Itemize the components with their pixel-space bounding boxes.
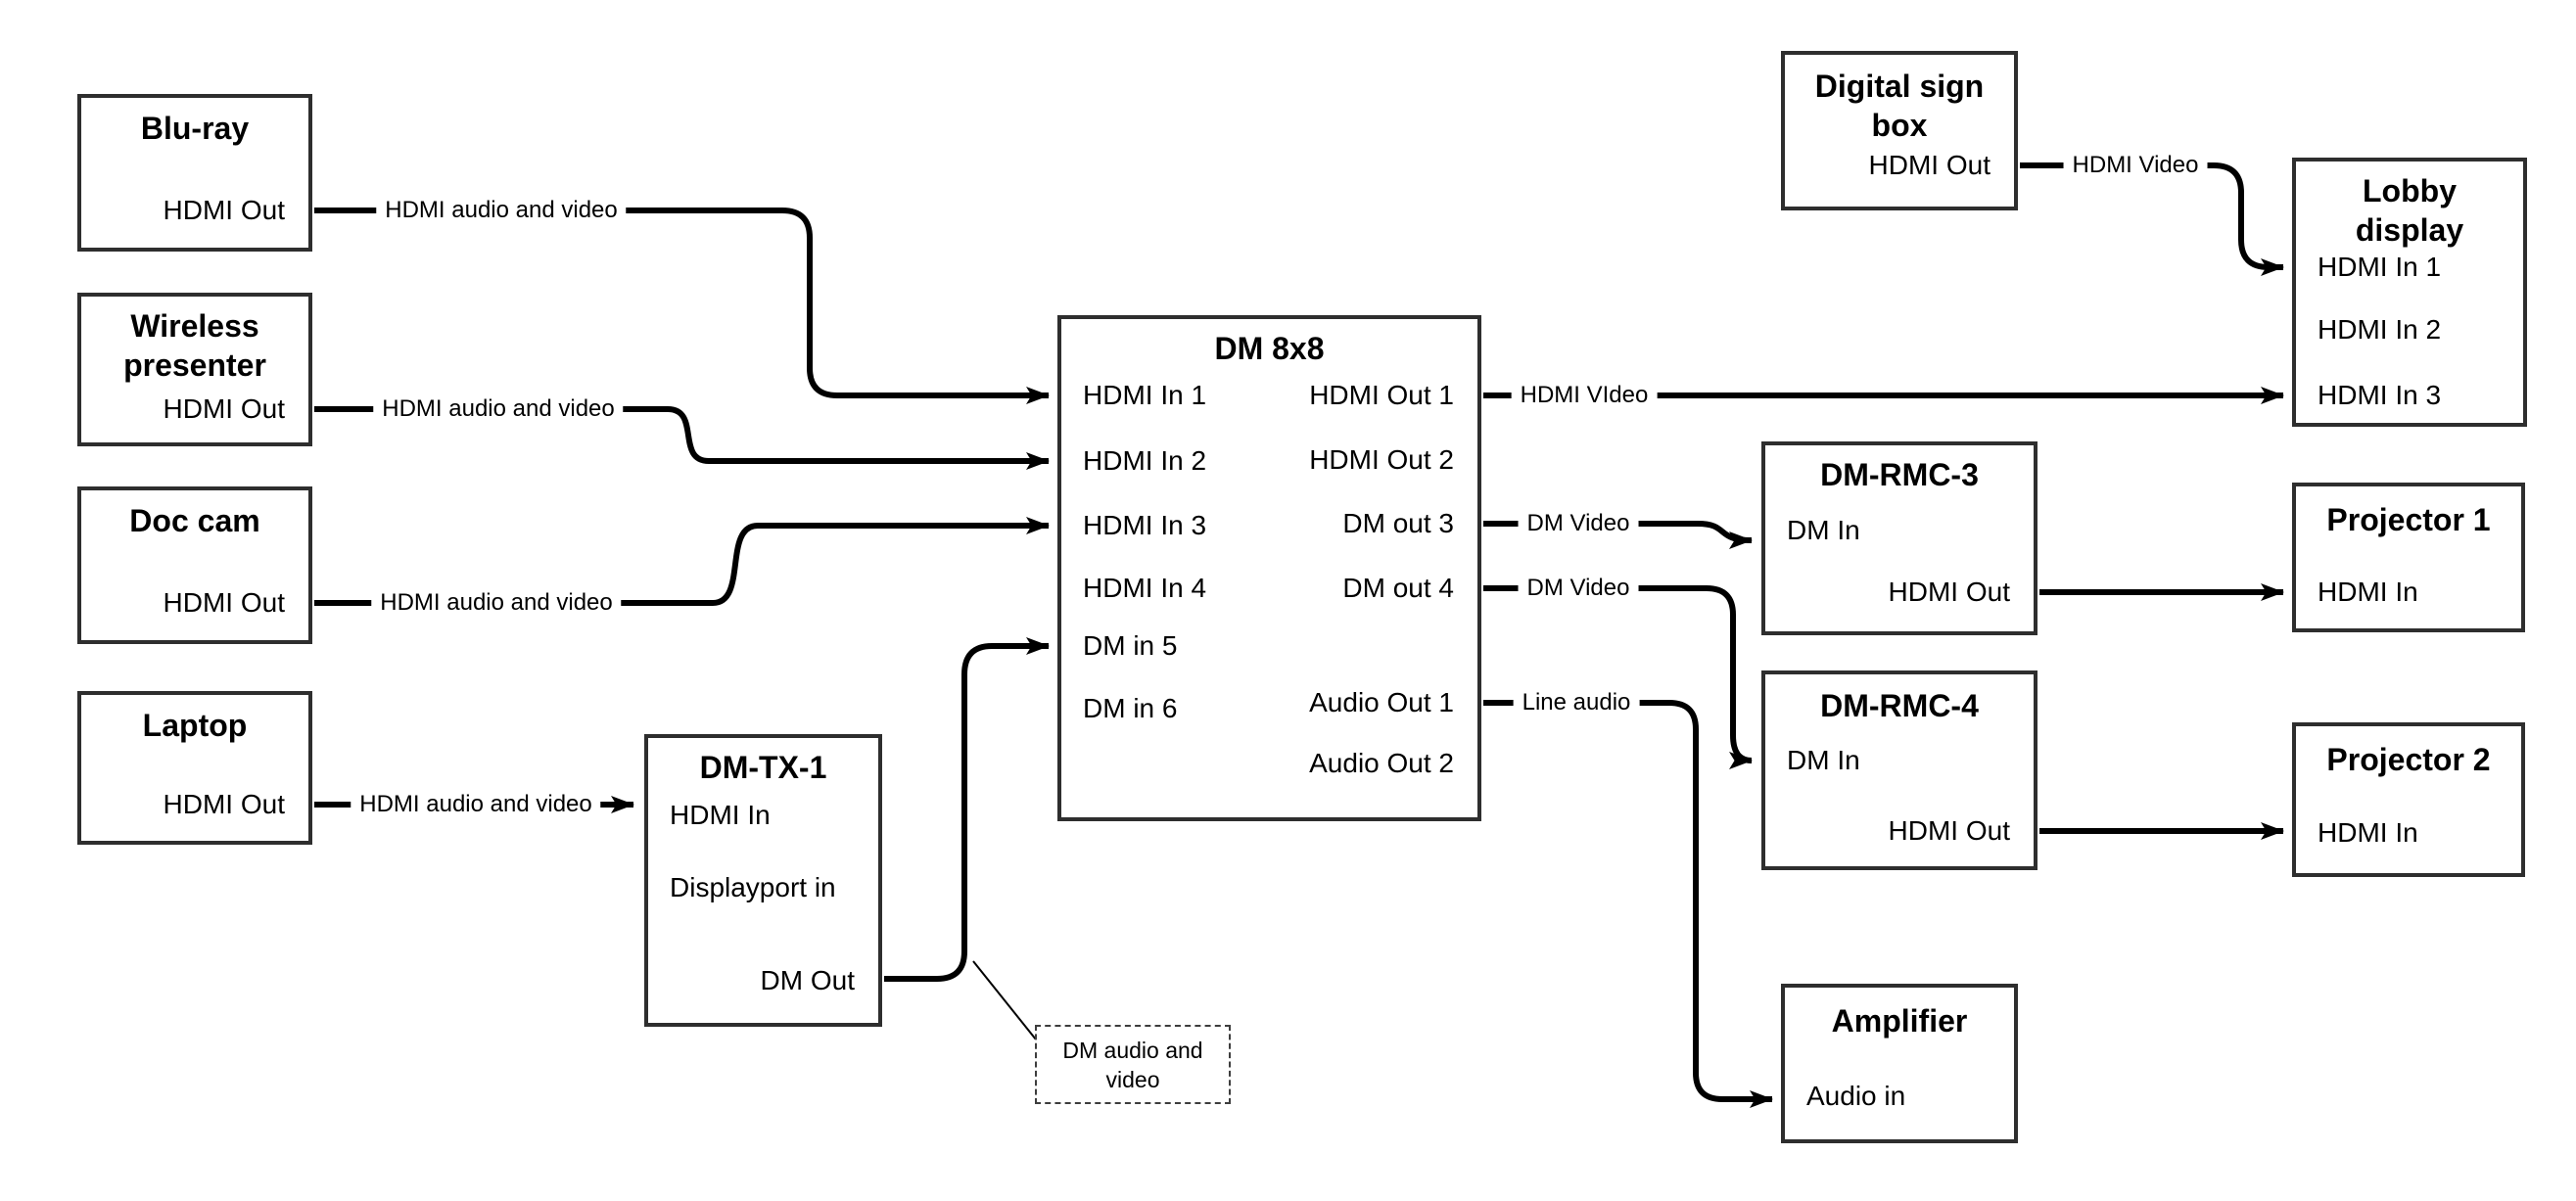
- connector-label-doc-cam-to-dm8x8-in3: HDMI audio and video: [371, 589, 622, 617]
- port-dm-rmc-3-dm-in: DM In: [1787, 515, 1860, 545]
- connector-label-laptop-to-dm-tx-1: HDMI audio and video: [351, 791, 601, 818]
- node-title-dm-rmc-4: DM-RMC-4: [1820, 688, 1979, 723]
- connector-label-dm8x8-audio1-to-amplifier: Line audio: [1513, 689, 1640, 716]
- node-dm-rmc-3: DM-RMC-3 DM In HDMI Out: [1761, 441, 2037, 635]
- port-blu-ray-hdmi-out: HDMI Out: [163, 195, 285, 225]
- connector-label-wireless-to-dm8x8-in2: HDMI audio and video: [373, 395, 624, 423]
- port-dm-8x8-dm-out-4: DM out 4: [1342, 573, 1454, 603]
- connector-label-dm8x8-out3-to-rmc3-dm-in: DM Video: [1518, 510, 1639, 537]
- node-title-amplifier: Amplifier: [1831, 1003, 1968, 1039]
- connector-label-blu-ray-to-dm8x8-in1: HDMI audio and video: [376, 197, 627, 224]
- node-dm-rmc-4: DM-RMC-4 DM In HDMI Out: [1761, 670, 2037, 870]
- port-dm-rmc-4-hdmi-out: HDMI Out: [1888, 815, 2010, 846]
- port-lobby-display-hdmi-in-3: HDMI In 3: [2318, 380, 2442, 410]
- port-dm-tx-1-displayport-in: Displayport in: [670, 872, 836, 902]
- connector-wireless-to-dm8x8-in2: [314, 406, 1050, 470]
- note-dm-audio-and-video: DM audio and video: [1035, 1025, 1231, 1104]
- node-title-digital-sign-box: Digital sign box: [1814, 69, 1985, 143]
- connector-dm8x8-audio1-to-amplifier: [1483, 700, 1773, 1108]
- port-dm-8x8-dm-in-6: DM in 6: [1083, 693, 1178, 723]
- port-dm-tx-1-dm-out: DM Out: [760, 965, 855, 995]
- node-projector-2: Projector 2 HDMI In: [2292, 722, 2525, 877]
- port-dm-8x8-dm-out-3: DM out 3: [1342, 508, 1454, 538]
- port-amplifier-audio-in: Audio in: [1806, 1081, 1906, 1111]
- node-title-dm-rmc-3: DM-RMC-3: [1820, 457, 1979, 492]
- port-dm-8x8-hdmi-in-2: HDMI In 2: [1083, 445, 1207, 476]
- port-dm-8x8-audio-out-2: Audio Out 2: [1309, 748, 1454, 778]
- port-dm-rmc-3-hdmi-out: HDMI Out: [1888, 577, 2010, 607]
- node-title-projector-2: Projector 2: [2326, 742, 2491, 777]
- connector-digital-sign-to-lobby-in1: [2020, 162, 2284, 276]
- port-dm-8x8-audio-out-1: Audio Out 1: [1309, 687, 1454, 717]
- port-lobby-display-hdmi-in-2: HDMI In 2: [2318, 314, 2442, 345]
- node-projector-1: Projector 1 HDMI In: [2292, 483, 2525, 632]
- port-lobby-display-hdmi-in-1: HDMI In 1: [2318, 252, 2442, 282]
- connector-dm8x8-out3-to-rmc3-dm-in: [1483, 521, 1753, 549]
- port-dm-rmc-4-dm-in: DM In: [1787, 745, 1860, 775]
- port-wireless-presenter-hdmi-out: HDMI Out: [163, 393, 285, 424]
- port-dm-8x8-hdmi-in-4: HDMI In 4: [1083, 573, 1207, 603]
- node-title-dm-tx-1: DM-TX-1: [699, 750, 827, 785]
- port-dm-8x8-hdmi-in-1: HDMI In 1: [1083, 380, 1207, 410]
- connector-doc-cam-to-dm8x8-in3: [314, 517, 1050, 606]
- port-dm-8x8-dm-in-5: DM in 5: [1083, 630, 1178, 661]
- port-dm-8x8-hdmi-out-2: HDMI Out 2: [1309, 444, 1454, 475]
- connector-dm-tx-1-to-dm8x8-in5: [884, 637, 1050, 982]
- connector-blu-ray-to-dm8x8-in1: [314, 208, 1050, 404]
- connector-dm8x8-out4-to-rmc4-dm-in: [1483, 585, 1753, 769]
- port-projector-1-hdmi-in: HDMI In: [2318, 577, 2418, 607]
- connector-label-dm8x8-out1-to-lobby-in3: HDMI VIdeo: [1511, 382, 1658, 409]
- node-title-dm-8x8: DM 8x8: [1214, 331, 1325, 366]
- node-title-laptop: Laptop: [142, 708, 248, 743]
- note-callout-line: [972, 960, 1037, 1040]
- node-title-projector-1: Projector 1: [2326, 502, 2491, 537]
- connector-label-dm8x8-out4-to-rmc4-dm-in: DM Video: [1518, 575, 1639, 602]
- port-dm-tx-1-hdmi-in: HDMI In: [670, 800, 771, 830]
- port-digital-sign-box-hdmi-out: HDMI Out: [1868, 150, 1991, 180]
- port-dm-8x8-hdmi-out-1: HDMI Out 1: [1309, 380, 1454, 410]
- port-dm-8x8-hdmi-in-3: HDMI In 3: [1083, 510, 1207, 540]
- port-projector-2-hdmi-in: HDMI In: [2318, 817, 2418, 848]
- node-title-doc-cam: Doc cam: [129, 503, 260, 538]
- connector-label-digital-sign-to-lobby-in1: HDMI Video: [2063, 152, 2208, 179]
- node-title-wireless-presenter: Wireless presenter: [123, 308, 266, 383]
- node-title-blu-ray: Blu-ray: [140, 111, 250, 146]
- port-doc-cam-hdmi-out: HDMI Out: [163, 587, 285, 618]
- port-laptop-hdmi-out: HDMI Out: [163, 789, 285, 819]
- node-title-lobby-display: Lobby display: [2355, 173, 2464, 248]
